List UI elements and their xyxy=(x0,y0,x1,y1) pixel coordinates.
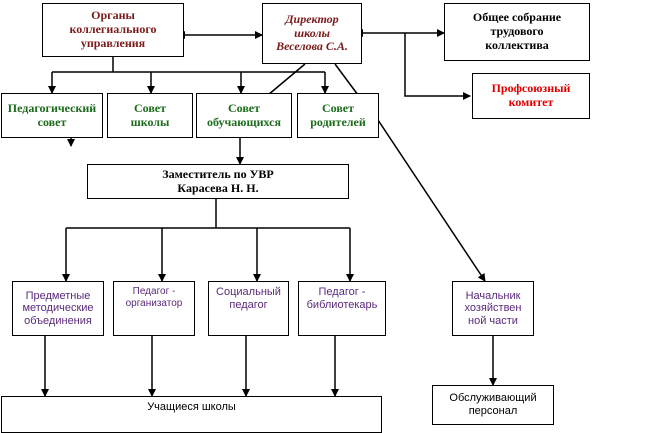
node-uchashchiesya-label: Учащиеся школы xyxy=(147,401,236,413)
node-sovet-shkoly-label: Совет школы xyxy=(130,100,170,129)
node-pedagog-bibl: Педагог - библиотекарь xyxy=(298,281,386,336)
node-soc-pedagog: Социальный педагог xyxy=(208,281,289,336)
node-pedsovet: Педагогический совет xyxy=(1,93,103,138)
node-obsluzh: Обслуживающий персонал xyxy=(432,385,554,425)
node-predmetnye-label: Предметные методические объединения xyxy=(22,289,94,327)
connector-rod-nachalnik xyxy=(377,119,486,282)
node-profsoyuz: Профсоюзный комитет xyxy=(472,73,590,119)
node-nachalnik-label: Начальник хозяйствен ной части xyxy=(464,289,522,327)
node-sovet-shkoly: Совет школы xyxy=(107,93,193,138)
connector-director-obuch xyxy=(267,63,306,96)
node-obsluzh-label: Обслуживающий персонал xyxy=(449,392,537,417)
connector-director-rod xyxy=(334,63,359,96)
node-pedagog-org-label: Педагог - организатор xyxy=(125,286,183,309)
node-profsoyuz-label: Профсоюзный комитет xyxy=(491,81,571,109)
node-pedsovet-label: Педагогический совет xyxy=(7,100,97,129)
node-obshchee-label: Общее собрание трудового коллектива xyxy=(472,10,562,52)
node-pedagog-org: Педагог - организатор xyxy=(113,281,195,336)
node-soc-pedagog-label: Социальный педагог xyxy=(216,286,281,311)
node-nachalnik: Начальник хозяйствен ной части xyxy=(452,281,534,336)
node-sovet-rod-label: Совет родителей xyxy=(310,100,366,129)
node-predmetnye: Предметные методические объединения xyxy=(12,281,104,336)
node-director: Директор школы Веселова С.А. xyxy=(262,3,362,64)
node-zam-uvr: Заместитель по УВР Карасева Н. Н. xyxy=(87,164,349,199)
node-sovet-obuch-label: Совет обучающихся xyxy=(207,100,281,129)
node-director-label: Директор школы Веселова С.А. xyxy=(276,11,348,54)
node-zam-uvr-label: Заместитель по УВР Карасева Н. Н. xyxy=(162,166,274,195)
node-organy-label: Органы коллегиального управления xyxy=(69,8,157,50)
node-pedagog-bibl-label: Педагог - библиотекарь xyxy=(306,286,378,311)
node-sovet-rod: Совет родителей xyxy=(297,93,379,138)
node-obshchee: Общее собрание трудового коллектива xyxy=(444,3,590,61)
node-organy: Органы коллегиального управления xyxy=(42,3,184,57)
node-uchashchiesya: Учащиеся школы xyxy=(1,396,382,433)
node-sovet-obuch: Совет обучающихся xyxy=(196,93,292,138)
connector-profsoyuz xyxy=(404,33,471,100)
